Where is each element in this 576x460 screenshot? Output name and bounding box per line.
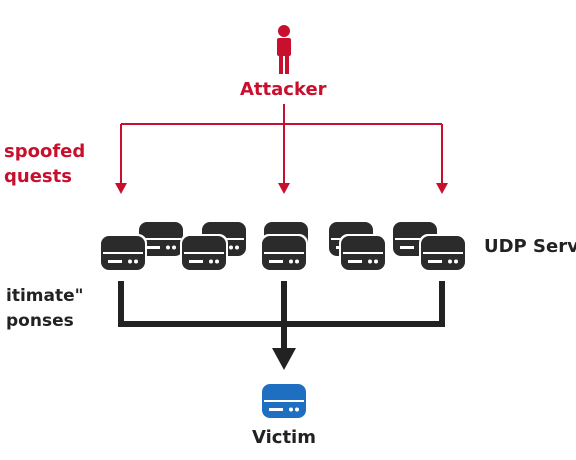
- arrowheads-red: [115, 183, 448, 194]
- spoofed-label-line1: spoofed: [4, 141, 86, 162]
- legit-label-line2: ponses: [6, 311, 74, 331]
- server-cluster-left: [99, 222, 183, 272]
- spoofed-request-arrows: [120, 104, 443, 184]
- server-cluster-center: [260, 222, 308, 272]
- victim-server-icon: [262, 384, 306, 418]
- server-icon: [419, 234, 467, 272]
- server-icon: [180, 234, 228, 272]
- server-cluster-midright: [329, 222, 387, 272]
- person-icon: [277, 25, 291, 74]
- arrowhead-dark: [272, 348, 296, 370]
- spoofed-label-line2: quests: [4, 166, 72, 187]
- server-icon: [99, 234, 147, 272]
- response-lines: [118, 281, 445, 353]
- server-cluster-midleft: [180, 222, 246, 272]
- udp-servers-label: UDP Serv: [484, 236, 576, 257]
- legit-label-line1: itimate": [6, 286, 84, 306]
- victim-label: Victim: [252, 427, 316, 448]
- server-cluster-right: [393, 222, 467, 272]
- server-icon: [260, 234, 308, 272]
- attacker-label: Attacker: [240, 79, 327, 100]
- server-icon: [339, 234, 387, 272]
